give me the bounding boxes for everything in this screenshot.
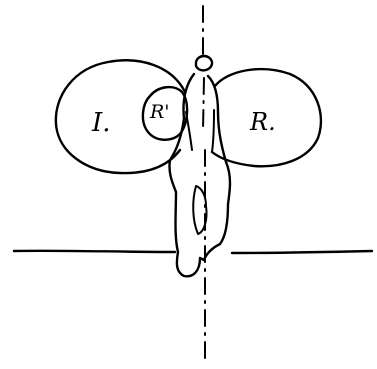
vertical-axis-line	[203, 6, 205, 362]
label-right-lobe: R.	[249, 108, 276, 136]
label-left-lobe: I.	[91, 108, 111, 138]
ground-line	[14, 251, 372, 253]
figure-inner-line-left	[186, 112, 192, 150]
label-small-circle: R'	[149, 101, 170, 123]
figure-head	[196, 56, 212, 70]
figure-body	[169, 74, 230, 276]
figure-inner-line-right	[212, 110, 214, 152]
